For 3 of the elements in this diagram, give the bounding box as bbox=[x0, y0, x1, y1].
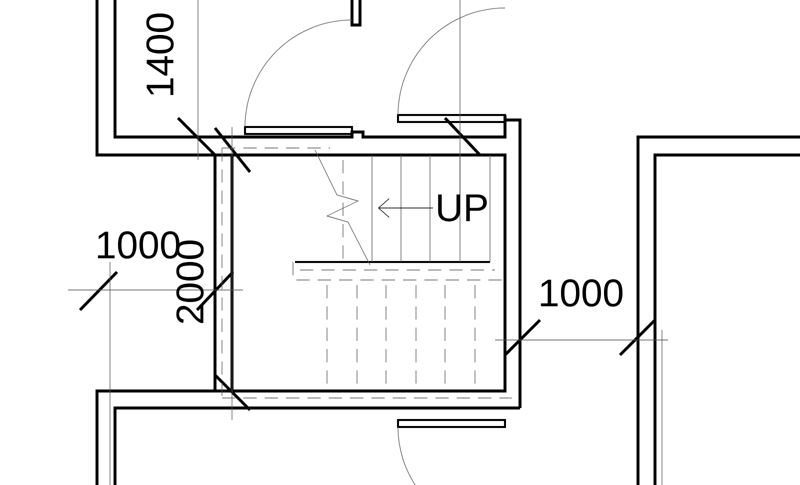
stair-direction-label: UP bbox=[438, 194, 487, 222]
dimension-label: 1000 bbox=[540, 279, 622, 307]
dimension-label: 1400 bbox=[146, 14, 174, 96]
